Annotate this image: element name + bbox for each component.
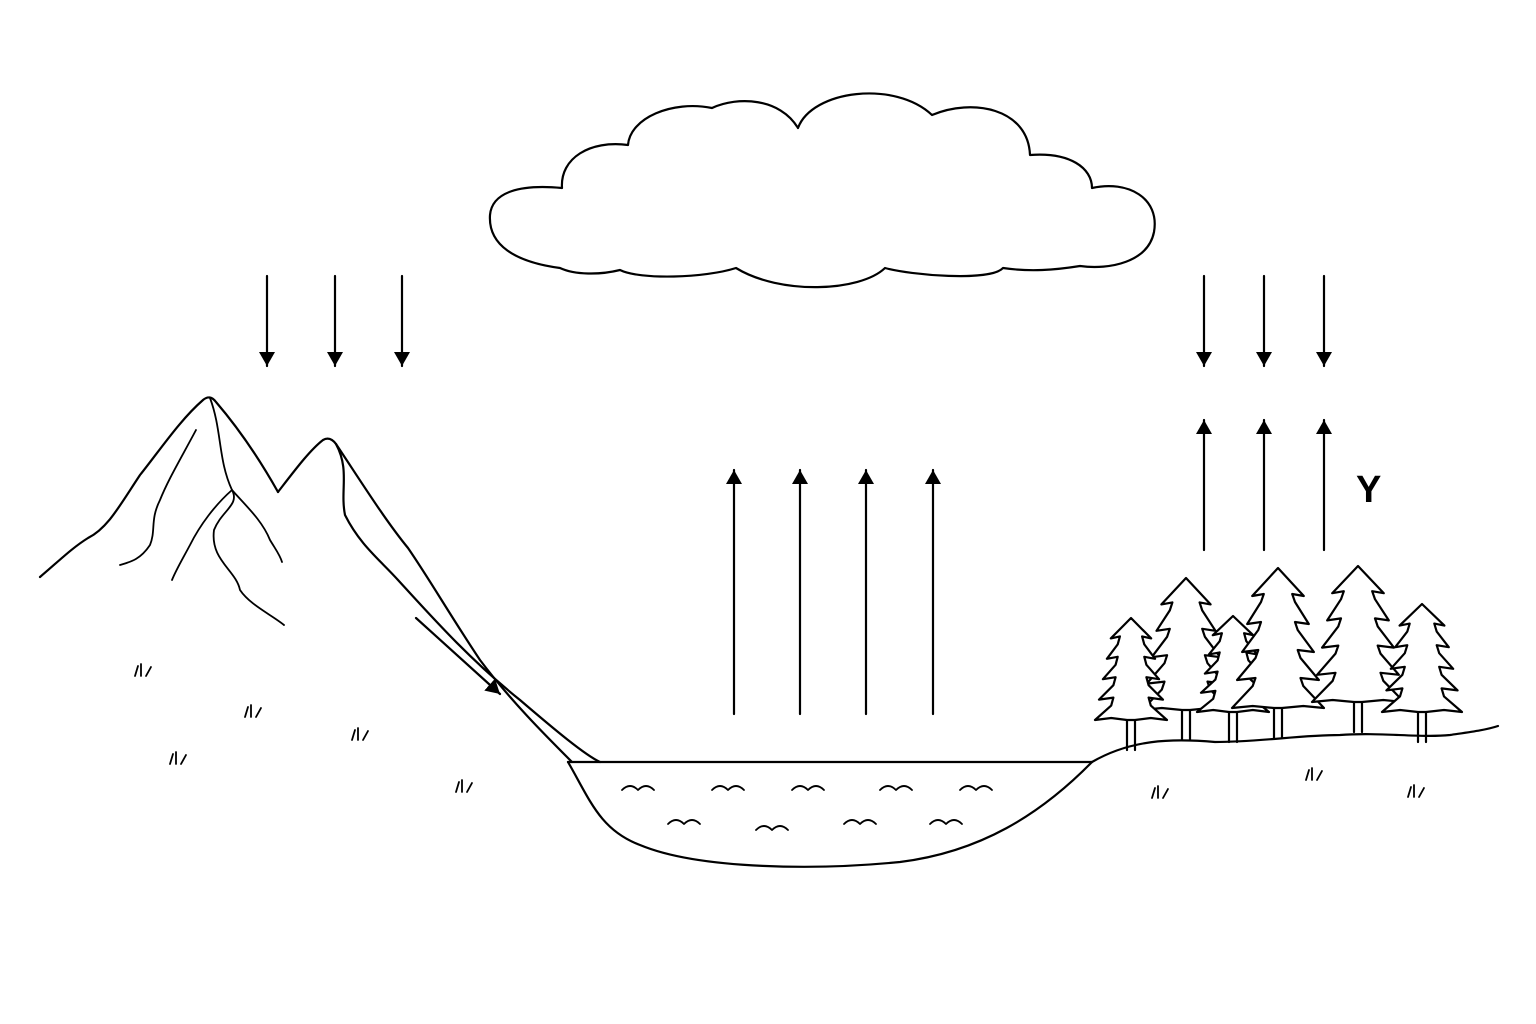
precipitation-arrows-mountain bbox=[259, 274, 410, 368]
forest bbox=[1093, 564, 1464, 752]
precipitation-arrows-forest bbox=[1196, 274, 1332, 368]
tree-trunk bbox=[1125, 716, 1137, 752]
runoff-arrow-icon bbox=[414, 616, 502, 696]
tree-trunk bbox=[1352, 698, 1364, 734]
tree-crown bbox=[1230, 566, 1326, 710]
mountain-icon bbox=[38, 396, 602, 764]
evaporation-arrows-lake bbox=[726, 468, 941, 716]
lake-icon bbox=[566, 760, 1094, 868]
pine-tree-icon bbox=[1093, 616, 1169, 752]
grass-tufts-right bbox=[1151, 767, 1425, 799]
tree-crown bbox=[1310, 564, 1406, 704]
tree-trunk bbox=[1227, 708, 1239, 744]
grass-tufts-left bbox=[134, 663, 473, 793]
tree-crown bbox=[1093, 616, 1169, 722]
ground-right bbox=[1090, 724, 1500, 764]
tree-trunk bbox=[1416, 708, 1428, 744]
tree-crown bbox=[1140, 576, 1232, 712]
tree-trunk bbox=[1180, 706, 1192, 742]
label-y: Y bbox=[1356, 469, 1381, 511]
pine-tree-icon bbox=[1310, 564, 1406, 734]
pine-tree-icon bbox=[1230, 566, 1326, 740]
pine-tree-icon bbox=[1140, 576, 1232, 742]
tree-trunk bbox=[1272, 704, 1284, 740]
pine-tree-icon bbox=[1380, 602, 1464, 744]
tree-crown bbox=[1380, 602, 1464, 714]
transpiration-arrows-forest bbox=[1196, 418, 1332, 552]
cloud-icon bbox=[488, 92, 1156, 289]
